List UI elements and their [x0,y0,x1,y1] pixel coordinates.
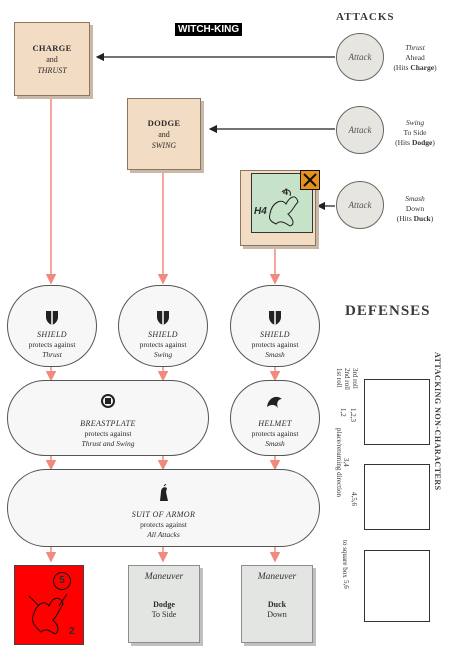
maneuver-name: Duck [267,600,287,609]
maneuver-name: Dodge [153,600,175,609]
attack-desc-thrust: Thrust Ahead (Hits Charge) [382,43,448,73]
dodge-label: DODGE [147,117,181,128]
dodge-swing-box[interactable]: DODGE and SWING [127,98,201,170]
attack-direction: To Side [403,128,427,137]
attack-circle-swing[interactable]: Attack [336,106,384,154]
breastplate-slot[interactable]: BREASTPLATE protects against Thrust and … [7,380,209,456]
maneuver-label: Maneuver [144,572,184,582]
shield-name: SHIELD [148,330,178,339]
suit-of-armor-slot[interactable]: SUIT OF ARMOR protects against All Attac… [7,469,320,547]
protects-label: protects against [140,520,187,529]
creature-icon [269,189,299,227]
attack-direction: Ahead [405,53,425,62]
armor-icon [159,484,168,501]
protects-label: protects against [139,340,187,349]
attack-hits: (Hits Duck) [396,214,434,223]
red-counter[interactable]: 5 2 [14,565,84,645]
place-direction-note: place/returning direction [335,428,343,497]
shield-icon [46,311,58,325]
creature-icon [28,593,68,635]
roll-col-4: 4,5,6 [350,492,358,506]
roll-col-3: 3,4 [342,458,350,467]
square-box-note: to square box [341,540,349,578]
and-label: and [46,54,58,64]
shield-name: SHIELD [260,330,290,339]
shield-icon [157,311,169,325]
attack-hits: (Hits Dodge) [395,138,435,147]
and-label: and [158,129,170,139]
thrust-label: THRUST [37,65,67,75]
attack-label: Attack [348,52,372,62]
attack-label: Attack [348,200,372,210]
defenses-heading: DEFENSES [345,303,431,319]
counter-top-value: 5 [53,572,71,590]
protects-against: All Attacks [147,530,180,539]
protects-label: protects against [84,429,132,438]
maneuver-label: Maneuver [257,572,297,582]
attack-type: Swing [405,118,425,127]
protects-against: Thrust [42,350,62,359]
suit-name: SUIT OF ARMOR [131,510,196,519]
shield-smash-slot[interactable]: SHIELD protects against Smash [230,285,320,367]
attack-desc-smash: Smash Down (Hits Duck) [382,194,448,224]
shield-icon [269,311,281,325]
counter-bottom-value: 2 [69,626,75,637]
non-characters-heading: ATTACKING NON-CHARACTERS [433,352,442,491]
protects-against: Smash [265,350,285,359]
attack-circle-thrust[interactable]: Attack [336,33,384,81]
non-character-box-1[interactable] [364,379,430,445]
protects-against: Swing [153,350,173,359]
non-character-box-3[interactable] [364,550,430,622]
duck-maneuver-box[interactable]: Maneuver Duck Down [241,565,313,643]
swing-label: SWING [151,140,177,150]
charge-thrust-box[interactable]: CHARGE and THRUST [14,22,90,96]
roll-col-5: 5,6 [342,580,350,589]
roll-col-2: 1,2,3 [349,408,357,422]
roll-label-1: 1st roll [335,368,343,388]
attack-type: Thrust [405,43,425,52]
dodge-maneuver-box[interactable]: Maneuver Dodge To Side [128,565,200,643]
protects-against: Smash [265,439,285,448]
charge-label: CHARGE [32,42,72,53]
attacks-heading: ATTACKS [336,11,395,23]
protects-label: protects against [251,340,299,349]
protects-label: protects against [251,429,299,438]
maneuver-sub: Down [267,610,287,619]
non-character-box-2[interactable] [364,464,430,530]
maneuver-sub: To Side [151,610,177,619]
close-icon[interactable] [300,170,320,190]
protects-label: protects against [28,340,76,349]
shield-swing-slot[interactable]: SHIELD protects against Swing [118,285,208,367]
attack-type: Smash [405,194,425,203]
attack-circle-smash[interactable]: Attack [336,181,384,229]
roll-label-2: 2nd roll [343,368,351,390]
counter-value: 4 [283,187,289,197]
protects-against: Thrust and Swing [81,439,135,448]
attack-label: Attack [348,125,372,135]
roll-label-3: 3rd roll [351,368,359,389]
shield-thrust-slot[interactable]: SHIELD protects against Thrust [7,285,97,367]
attack-hits: (Hits Charge) [393,63,437,72]
breastplate-name: BREASTPLATE [80,419,136,428]
counter-label: H4 [254,206,267,217]
helmet-icon [267,396,282,408]
roll-col-1: 1,2 [339,408,347,417]
helmet-name: HELMET [258,419,292,428]
helmet-slot[interactable]: HELMET protects against Smash [230,380,320,456]
breastplate-icon [101,394,115,408]
attack-direction: Down [405,204,425,213]
shield-name: SHIELD [37,330,67,339]
character-title: WITCH-KING [175,23,243,36]
attack-desc-swing: Swing To Side (Hits Dodge) [382,118,448,148]
